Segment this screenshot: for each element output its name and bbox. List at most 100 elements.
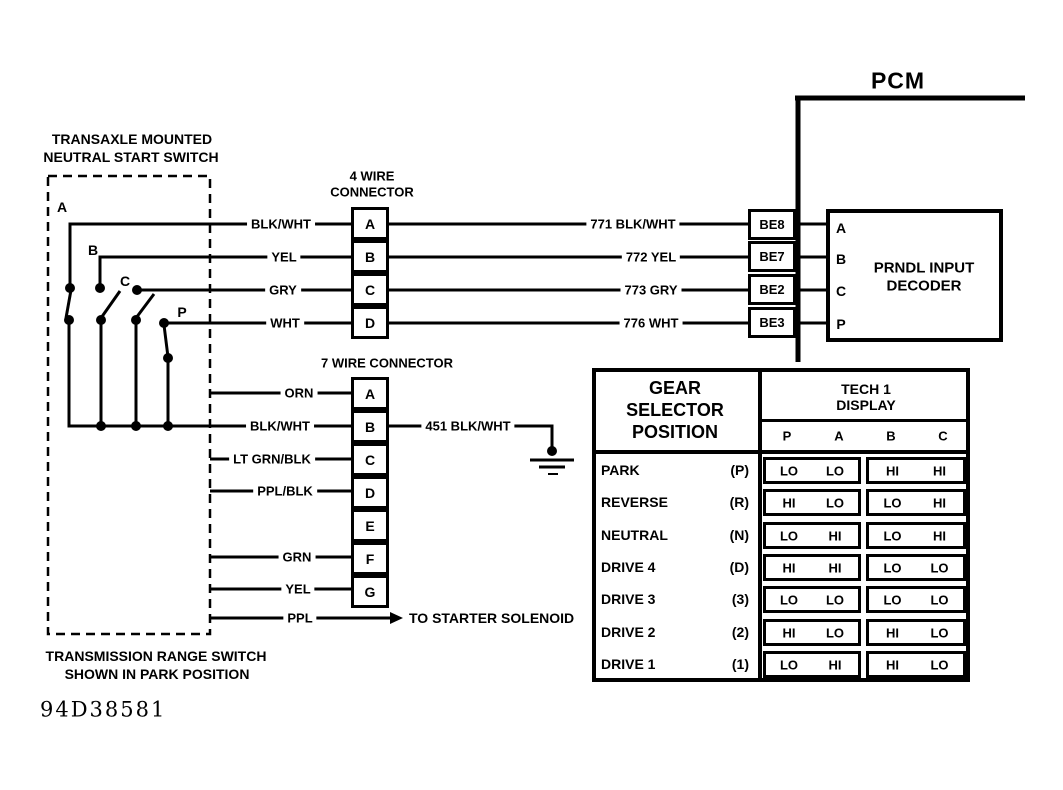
wire-label-ppl: PPL: [283, 611, 317, 625]
starter-arrow-head: [390, 612, 403, 624]
value-cell: HI: [886, 625, 899, 640]
value-cell: HI: [828, 657, 842, 672]
decoder-pin-a: A: [835, 220, 847, 236]
value-cell: LO: [883, 560, 902, 575]
four-wire-pin-b: B: [351, 240, 389, 273]
gear-row-values-pa: LO HI: [763, 651, 861, 678]
decoder-pin-b: B: [835, 251, 847, 267]
value-cell: LO: [883, 495, 902, 510]
tech1-header-line2: DISPLAY: [836, 397, 896, 413]
wire-label-yel: YEL: [267, 250, 301, 264]
switch-caption-line2: SHOWN IN PARK POSITION: [64, 666, 250, 682]
switch-pole-a: A: [56, 199, 68, 215]
wire-label-ltgrnblk: LT GRN/BLK: [229, 452, 315, 466]
gear-row-values-pa: LO HI: [763, 522, 861, 549]
value-cell: LO: [930, 625, 949, 640]
pcm-pin-be8: BE8: [748, 209, 796, 240]
value-cell: HI: [933, 495, 946, 510]
value-cell: LO: [883, 528, 902, 543]
gear-table-header-underline: [592, 450, 970, 454]
document-number: 94D38581: [40, 697, 167, 722]
switch-dashed-outline: [46, 174, 212, 636]
gear-row-name: DRIVE 4: [601, 559, 656, 575]
wire-label-grn: GRN: [278, 550, 316, 564]
value-cell: LO: [779, 657, 799, 672]
value-cell: LO: [930, 592, 949, 607]
switch-title-line2: NEUTRAL START SWITCH: [43, 149, 219, 165]
value-cell: HI: [886, 657, 899, 672]
value-cell: LO: [779, 463, 799, 478]
seven-wire-pin-g: G: [351, 575, 389, 608]
gear-row-code: (P): [730, 462, 749, 478]
decoder-pin-c: C: [835, 283, 847, 299]
gear-header-line1: GEAR: [648, 378, 702, 398]
value-cell: HI: [828, 528, 842, 543]
gear-row-code: (N): [729, 527, 749, 543]
wire-label-yel-2: YEL: [281, 582, 315, 596]
seven-wire-pin-a: A: [351, 377, 389, 410]
gear-row-values-bc: LO LO: [866, 586, 966, 613]
switch-pole-b: B: [87, 242, 99, 258]
decoder-label-line1: PRNDL INPUT: [873, 259, 975, 277]
pcm-boundary-line: [795, 95, 1025, 362]
value-cell: LO: [779, 528, 799, 543]
value-cell: HI: [933, 463, 946, 478]
column-header-p: P: [782, 428, 792, 444]
value-cell: HI: [933, 528, 946, 543]
gear-row-values-pa: HI LO: [763, 619, 861, 646]
wire-label-pplblk: PPL/BLK: [253, 484, 317, 498]
wire-label-773-gry: 773 GRY: [620, 283, 682, 297]
pcm-pin-be3: BE3: [748, 307, 796, 338]
value-cell: LO: [825, 495, 845, 510]
column-header-a: A: [834, 428, 844, 444]
tech1-header-line1: TECH 1: [841, 381, 891, 397]
value-cell: HI: [782, 625, 796, 640]
wire-label-orn: ORN: [280, 386, 318, 400]
gear-row-code: (2): [731, 624, 749, 640]
gear-row-values-pa: HI LO: [763, 489, 861, 516]
pcm-pin-be2: BE2: [748, 274, 796, 305]
value-cell: LO: [825, 625, 845, 640]
switch-title-line1: TRANSAXLE MOUNTED: [51, 131, 213, 147]
gear-row-values-pa: LO LO: [763, 457, 861, 484]
column-header-c: C: [938, 428, 948, 444]
value-cell: LO: [825, 592, 845, 607]
gear-row-values-bc: LO HI: [866, 489, 966, 516]
wire-label-wht: WHT: [266, 316, 304, 330]
gear-header-line3: POSITION: [631, 422, 719, 442]
value-cell: HI: [782, 560, 796, 575]
wire-label-776-wht: 776 WHT: [619, 316, 683, 330]
value-cell: HI: [828, 560, 842, 575]
seven-wire-pin-c: C: [351, 443, 389, 476]
pcm-input-wires: [389, 222, 828, 325]
wire-label-451-blkwht: 451 BLK/WHT: [421, 419, 515, 433]
value-cell: HI: [886, 463, 899, 478]
gear-row-values-pa: LO LO: [763, 586, 861, 613]
seven-wire-title: 7 WIRE CONNECTOR: [321, 355, 453, 371]
gear-table-vertical-divider: [758, 368, 762, 682]
switch-pole-p: P: [177, 304, 187, 320]
pcm-title: PCM: [870, 67, 926, 94]
tech1-underline: [762, 419, 970, 422]
four-wire-pin-c: C: [351, 273, 389, 306]
switch-caption-line1: TRANSMISSION RANGE SWITCH: [45, 648, 267, 664]
pcm-pin-be7: BE7: [748, 241, 796, 272]
wire-label-772-yel: 772 YEL: [621, 250, 681, 264]
gear-row-values-bc: HI HI: [866, 457, 966, 484]
seven-wire-pin-e: E: [351, 509, 389, 542]
gear-row-code: (3): [731, 591, 749, 607]
gear-row-values-bc: HI LO: [866, 651, 966, 678]
wire-label-gry: GRY: [265, 283, 301, 297]
column-header-b: B: [886, 428, 896, 444]
gear-row-values-bc: LO LO: [866, 554, 966, 581]
seven-wire-pin-b: B: [351, 410, 389, 443]
prndl-decoder-box: [826, 209, 1003, 342]
gear-row-name: REVERSE: [601, 494, 668, 510]
gear-row-name: DRIVE 1: [601, 656, 656, 672]
gear-row-name: NEUTRAL: [601, 527, 668, 543]
gear-row-values-bc: LO HI: [866, 522, 966, 549]
seven-wire-pin-f: F: [351, 542, 389, 575]
four-wire-title-line1: 4 WIRE: [349, 168, 395, 184]
gear-row-values-bc: HI LO: [866, 619, 966, 646]
